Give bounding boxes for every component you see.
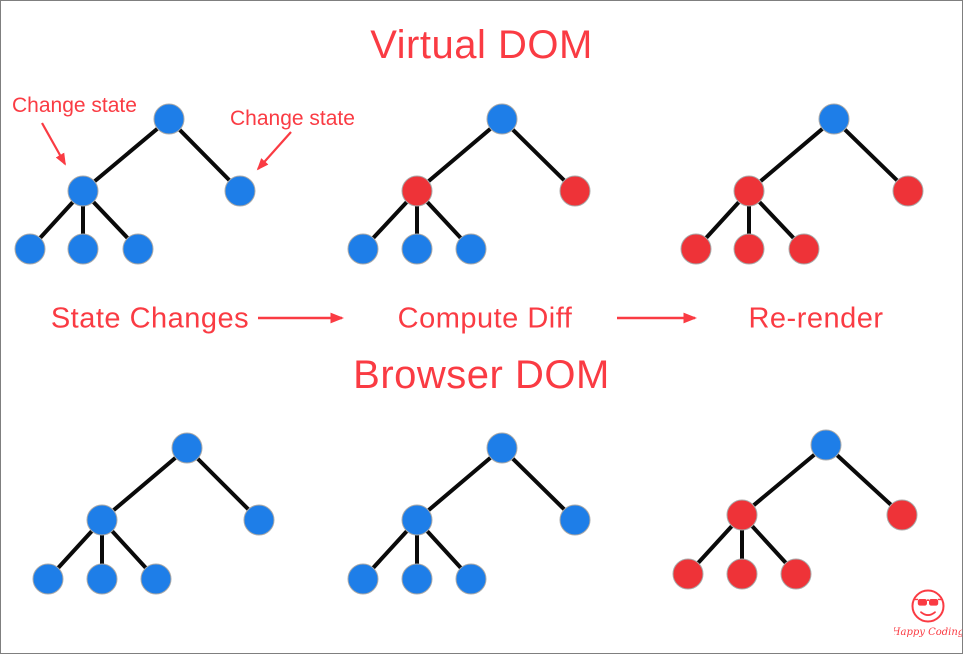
- tree-node-blue: [347, 563, 379, 595]
- tree-node-blue: [67, 233, 99, 265]
- browser-dom-title: Browser DOM: [353, 353, 610, 397]
- tree-node-red: [726, 558, 758, 590]
- tree-node-blue: [243, 504, 275, 536]
- tree-node-blue: [122, 233, 154, 265]
- tree-edge: [415, 117, 504, 193]
- tree-node-blue: [401, 233, 433, 265]
- tree-edge: [747, 117, 836, 193]
- tree-edge: [81, 117, 171, 193]
- tree-node-blue: [559, 504, 591, 536]
- tree-edge: [832, 117, 910, 193]
- tree-node-blue: [86, 504, 118, 536]
- tree-edge: [740, 443, 828, 517]
- change-state-label-left: Change state: [12, 94, 137, 117]
- tree-node-red: [672, 558, 704, 590]
- tree-edge: [167, 117, 242, 193]
- tree-node-red: [780, 558, 812, 590]
- change-state-arrow-icon: [41, 122, 66, 166]
- tree-browser-rerender: [672, 429, 918, 590]
- tree-node-blue: [347, 233, 379, 265]
- tree-node-blue: [14, 233, 46, 265]
- tree-node-red: [401, 175, 433, 207]
- tree-node-red: [886, 499, 918, 531]
- tree-edge: [500, 117, 577, 193]
- tree-node-blue: [455, 563, 487, 595]
- tree-edge: [500, 446, 577, 522]
- tree-virtual-initial: [14, 103, 256, 265]
- tree-virtual-diff: [347, 103, 591, 265]
- tree-node-blue: [455, 233, 487, 265]
- tree-node-red: [680, 233, 712, 265]
- logo-sunglasses-left-lens-icon: [917, 599, 927, 606]
- tree-edge: [100, 446, 189, 522]
- logo-sunglasses-right-lens-icon: [929, 599, 939, 606]
- tree-node-blue: [140, 563, 172, 595]
- tree-node-blue: [86, 563, 118, 595]
- tree-node-blue: [32, 563, 64, 595]
- tree-node-red: [559, 175, 591, 207]
- flow-step-re-render: Re-render: [748, 302, 884, 335]
- logo-text: Happy Coding: [894, 627, 963, 638]
- tree-node-blue: [486, 103, 518, 135]
- tree-node-blue: [818, 103, 850, 135]
- tree-node-red: [733, 175, 765, 207]
- change-state-arrow-icon: [256, 131, 292, 171]
- tree-node-blue: [486, 432, 518, 464]
- tree-browser-diff: [347, 432, 591, 595]
- tree-node-blue: [810, 429, 842, 461]
- tree-node-blue: [224, 175, 256, 207]
- tree-node-blue: [171, 432, 203, 464]
- flow-step-compute-diff: Compute Diff: [397, 302, 573, 335]
- change-state-label-right: Change state: [230, 107, 355, 130]
- virtual-dom-title: Virtual DOM: [370, 23, 593, 67]
- tree-edge: [824, 443, 904, 517]
- flow-step-state-changes: State Changes: [50, 302, 250, 335]
- tree-node-blue: [153, 103, 185, 135]
- happy-coding-logo: Happy Coding: [894, 589, 963, 638]
- tree-virtual-rerender: [680, 103, 924, 265]
- tree-edge: [415, 446, 504, 522]
- tree-node-red: [788, 233, 820, 265]
- logo-face-icon: [911, 589, 945, 623]
- logo-smile-icon: [920, 611, 936, 616]
- tree-node-blue: [401, 563, 433, 595]
- tree-node-red: [892, 175, 924, 207]
- tree-node-blue: [67, 175, 99, 207]
- tree-node-blue: [401, 504, 433, 536]
- tree-node-red: [726, 499, 758, 531]
- tree-browser-initial: [32, 432, 275, 595]
- tree-node-red: [733, 233, 765, 265]
- tree-edge: [185, 446, 261, 522]
